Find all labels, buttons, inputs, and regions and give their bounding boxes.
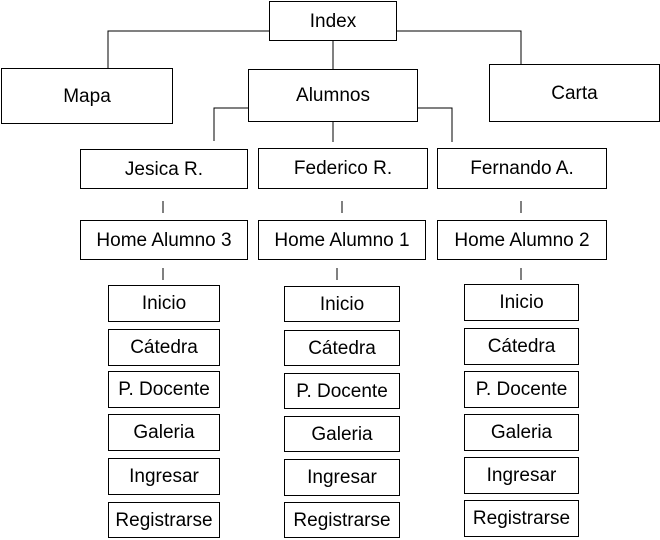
node-home-alumno-3: Home Alumno 3 — [80, 220, 248, 260]
node-jesica: Jesica R. — [80, 149, 248, 189]
page-inicio: Inicio — [464, 284, 579, 321]
page-galeria: Galeria — [284, 416, 400, 452]
node-fernando: Fernando A. — [437, 148, 607, 189]
page-inicio: Inicio — [108, 285, 220, 322]
page-catedra: Cátedra — [464, 328, 579, 365]
node-home-alumno-2: Home Alumno 2 — [437, 220, 607, 260]
connector-index-carta — [397, 30, 522, 64]
connector-alumnos-fernando — [418, 107, 453, 142]
connector-alumnos-jesica — [213, 107, 248, 141]
node-carta: Carta — [489, 64, 660, 122]
node-federico: Federico R. — [258, 148, 428, 189]
page-p-docente: P. Docente — [464, 371, 579, 408]
page-ingresar: Ingresar — [108, 458, 220, 495]
node-home-alumno-1: Home Alumno 1 — [258, 220, 426, 260]
page-registrarse: Registrarse — [464, 500, 579, 537]
page-ingresar: Ingresar — [284, 459, 400, 496]
connector-index-mapa — [107, 30, 269, 68]
page-registrarse: Registrarse — [284, 502, 400, 538]
page-p-docente: P. Docente — [284, 373, 400, 409]
page-p-docente: P. Docente — [108, 371, 220, 408]
page-registrarse: Registrarse — [108, 502, 220, 538]
page-inicio: Inicio — [284, 286, 400, 322]
node-index: Index — [269, 1, 397, 41]
page-galeria: Galeria — [464, 414, 579, 451]
page-ingresar: Ingresar — [464, 457, 579, 494]
page-catedra: Cátedra — [284, 330, 400, 366]
node-alumnos: Alumnos — [248, 69, 418, 122]
page-catedra: Cátedra — [108, 329, 220, 366]
node-mapa: Mapa — [1, 68, 173, 124]
page-galeria: Galeria — [108, 414, 220, 451]
